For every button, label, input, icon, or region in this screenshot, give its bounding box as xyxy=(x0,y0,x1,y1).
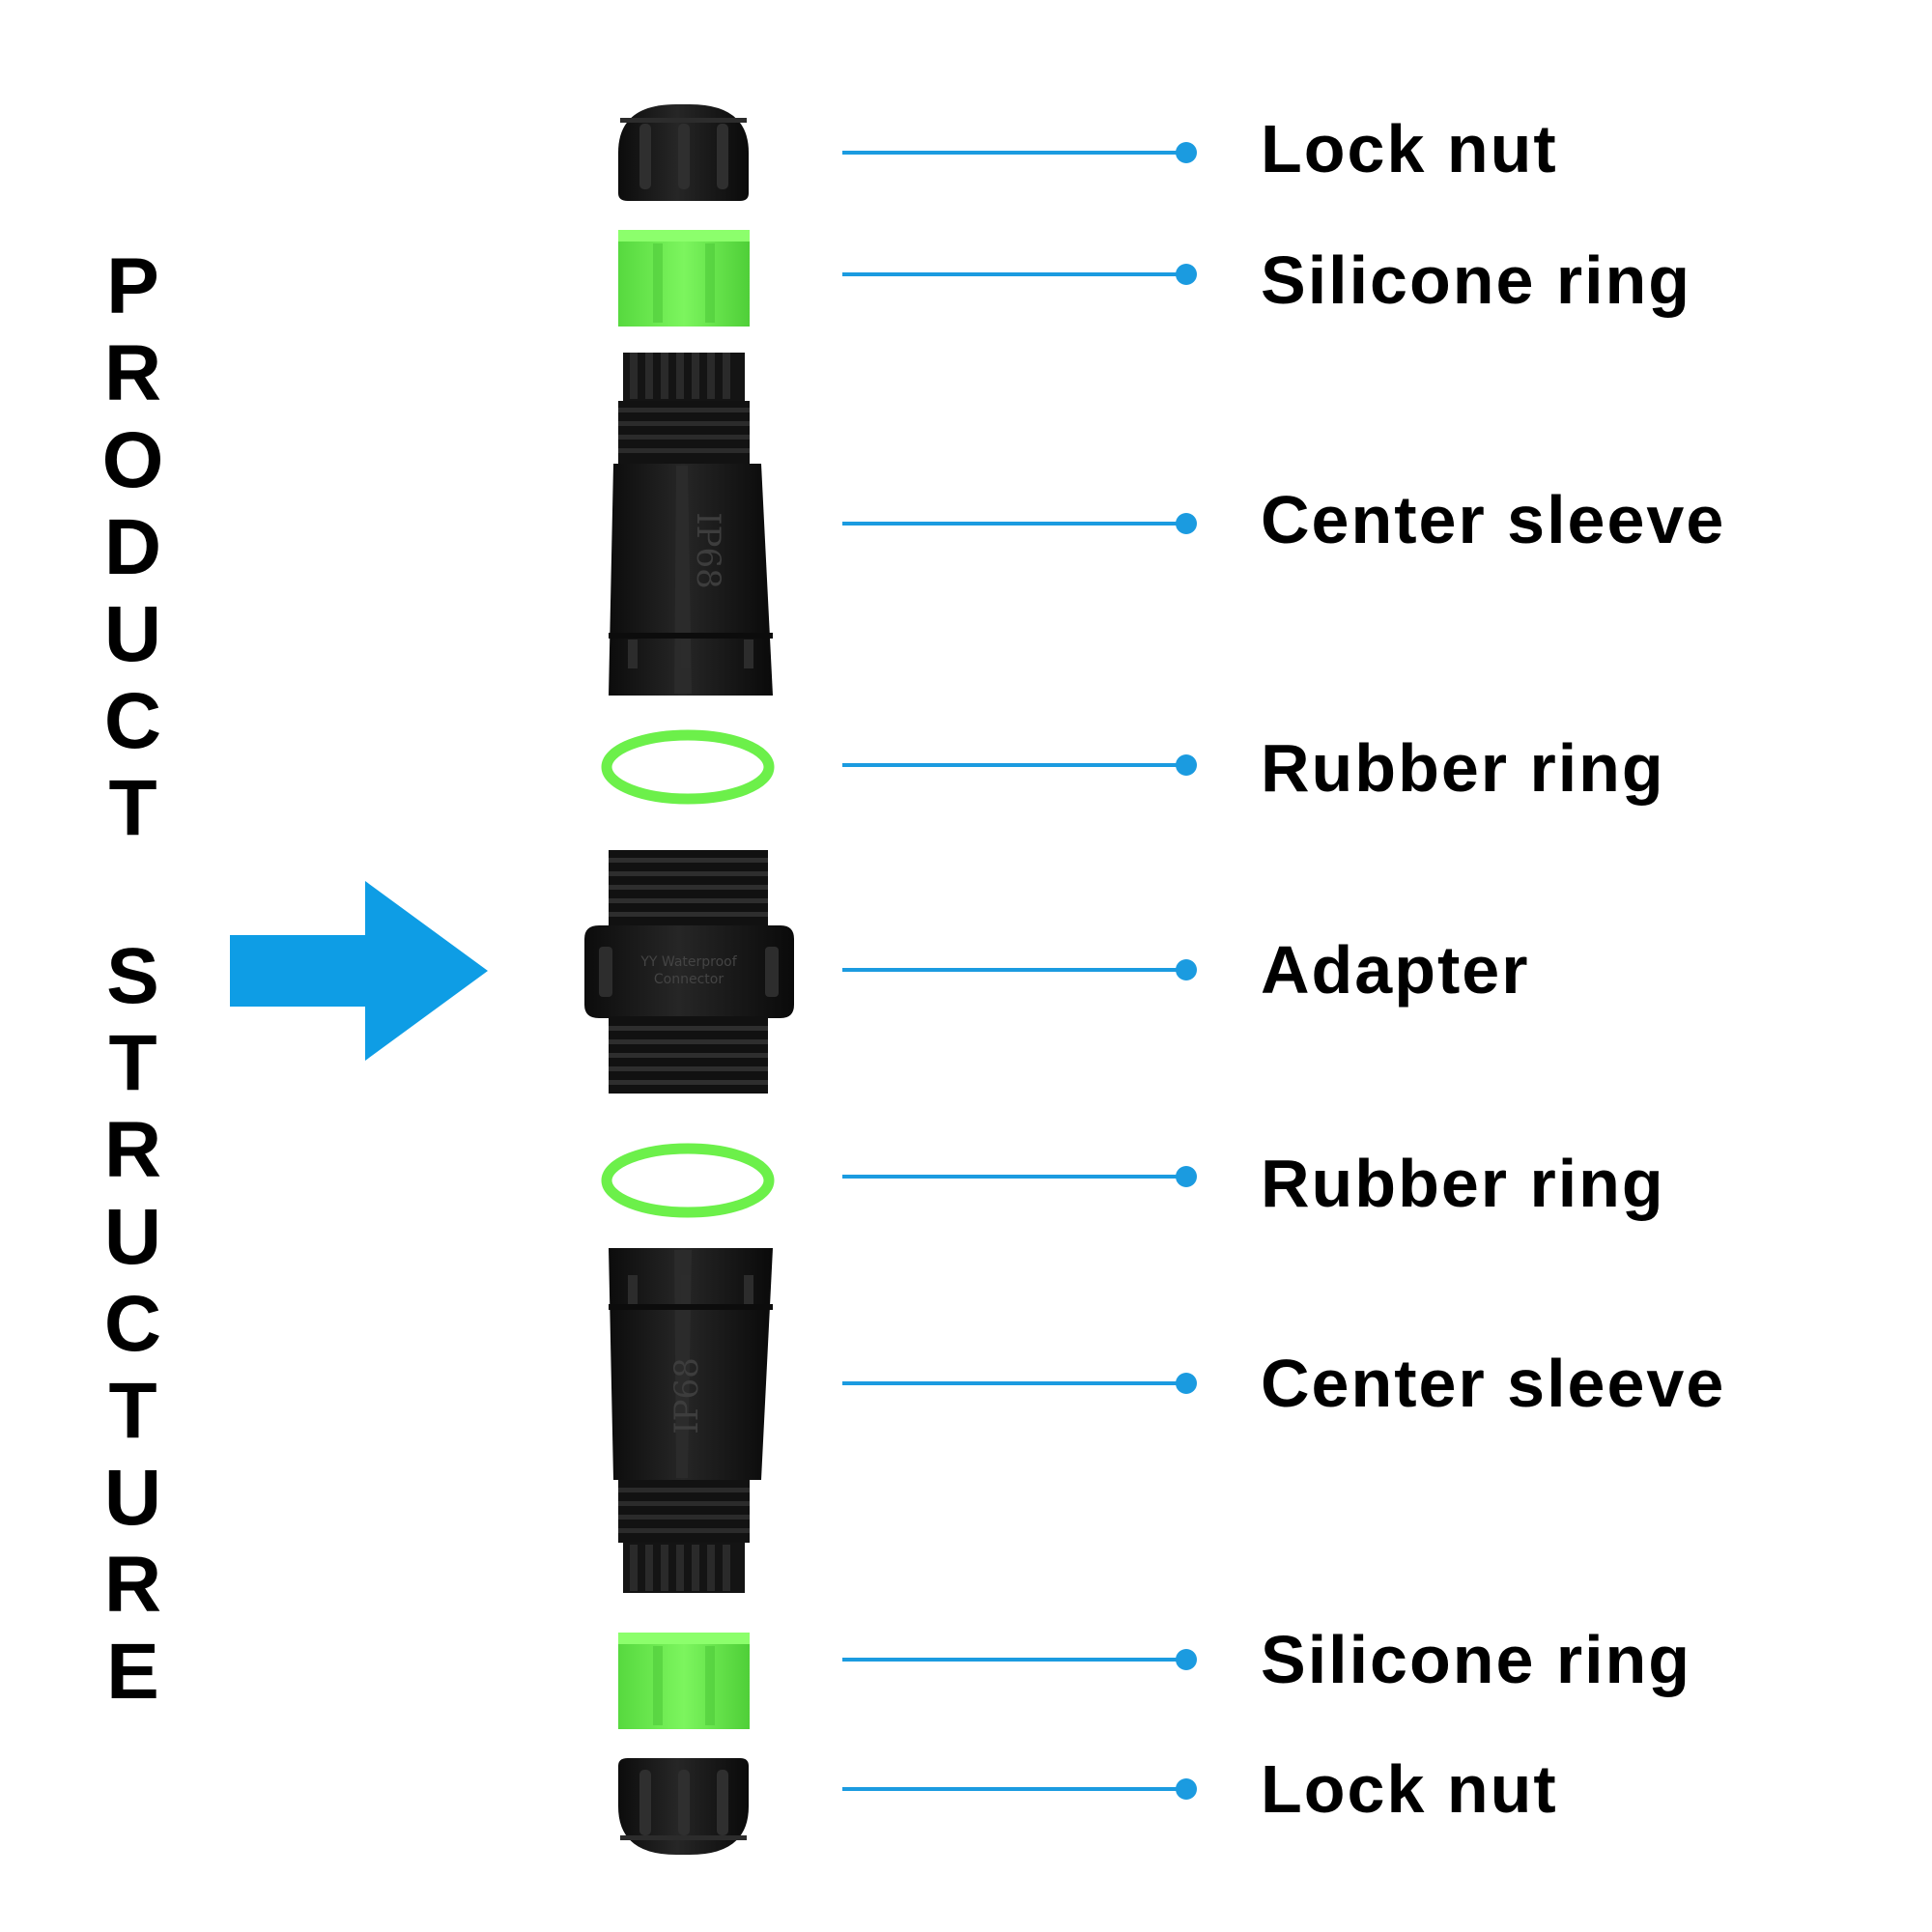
rubber-ring-bottom-part xyxy=(601,1143,775,1218)
pointer-arrow-icon xyxy=(230,881,488,1061)
label-center-sleeve-bottom: Center sleeve xyxy=(1261,1346,1726,1421)
adapter-engraving-line1: YY Waterproof xyxy=(639,954,737,970)
silicone-ring-bottom-part xyxy=(618,1633,750,1729)
label-adapter: Adapter xyxy=(1261,932,1530,1008)
leader-dot-center-sleeve-top xyxy=(1176,513,1197,534)
adapter-part: YY Waterproof Connector xyxy=(584,850,794,1094)
adapter-engraving-line2: Connector xyxy=(654,972,724,987)
label-rubber-ring-top: Rubber ring xyxy=(1261,730,1665,806)
label-silicone-ring-top: Silicone ring xyxy=(1261,242,1692,318)
leader-dot-silicone-ring-bottom xyxy=(1176,1649,1197,1670)
label-rubber-ring-bottom: Rubber ring xyxy=(1261,1146,1665,1221)
leader-dot-lock-nut-top xyxy=(1176,142,1197,163)
ip-rating-engraving-bottom: IP68 xyxy=(668,1357,706,1435)
leader-dot-lock-nut-bottom xyxy=(1176,1778,1197,1800)
label-center-sleeve-top: Center sleeve xyxy=(1261,482,1726,557)
leader-dot-silicone-ring-top xyxy=(1176,264,1197,285)
leader-dot-adapter xyxy=(1176,959,1197,980)
title-product: PRODUCT xyxy=(101,242,164,852)
leader-lines xyxy=(842,142,1197,1800)
silicone-ring-top-part xyxy=(618,230,750,327)
center-sleeve-bottom-part: IP68 xyxy=(609,1248,773,1593)
center-sleeve-top-part: IP68 xyxy=(609,353,773,696)
lock-nut-bottom-part xyxy=(618,1758,749,1855)
rubber-ring-top-part xyxy=(601,729,775,805)
label-silicone-ring-bottom: Silicone ring xyxy=(1261,1622,1692,1697)
leader-dot-rubber-ring-bottom xyxy=(1176,1166,1197,1187)
label-lock-nut-top: Lock nut xyxy=(1261,111,1558,186)
lock-nut-top-part xyxy=(618,104,749,201)
label-lock-nut-bottom: Lock nut xyxy=(1261,1751,1558,1827)
ip-rating-engraving-top: IP68 xyxy=(689,512,727,589)
leader-dot-rubber-ring-top xyxy=(1176,754,1197,776)
leader-dot-center-sleeve-bottom xyxy=(1176,1373,1197,1394)
title-structure: STRUCTURE xyxy=(103,932,162,1716)
